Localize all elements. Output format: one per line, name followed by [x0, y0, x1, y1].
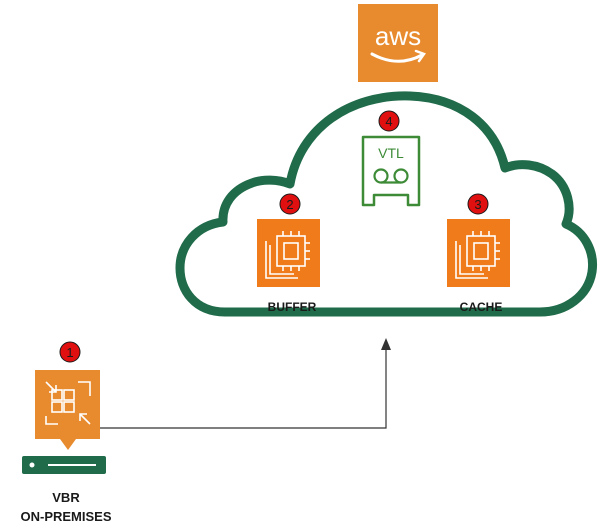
- svg-text:4: 4: [385, 114, 392, 129]
- vtl-node[interactable]: VTL: [361, 135, 421, 207]
- badge-2: 2: [279, 193, 301, 215]
- badge-4: 4: [378, 110, 400, 132]
- connector-vbr-to-cloud: [100, 338, 391, 429]
- aws-smile-icon: [370, 52, 424, 63]
- cache-label: CACHE: [460, 300, 503, 314]
- badge-3: 3: [467, 193, 489, 215]
- svg-text:3: 3: [474, 197, 481, 212]
- buffer-label: BUFFER: [268, 300, 317, 314]
- vtl-label: VTL: [378, 145, 404, 161]
- badge-1: 1: [59, 341, 81, 363]
- svg-text:1: 1: [66, 345, 73, 360]
- svg-text:2: 2: [286, 197, 293, 212]
- vbr-label: VBR: [52, 490, 80, 505]
- ec2-chip-icon: [265, 231, 310, 279]
- on-premises-server-icon: [22, 456, 106, 474]
- import-arrows-icon: [45, 381, 91, 425]
- cache-node[interactable]: CACHE: [447, 219, 510, 314]
- vbr-node[interactable]: [35, 370, 100, 450]
- aws-logo: aws: [358, 4, 438, 82]
- arrowhead-icon: [381, 338, 391, 350]
- buffer-node[interactable]: BUFFER: [257, 219, 320, 314]
- on-premises-label: ON-PREMISES: [20, 509, 111, 524]
- tape-icon: [361, 135, 421, 207]
- aws-logo-text: aws: [375, 21, 421, 51]
- ec2-chip-icon: [455, 231, 500, 279]
